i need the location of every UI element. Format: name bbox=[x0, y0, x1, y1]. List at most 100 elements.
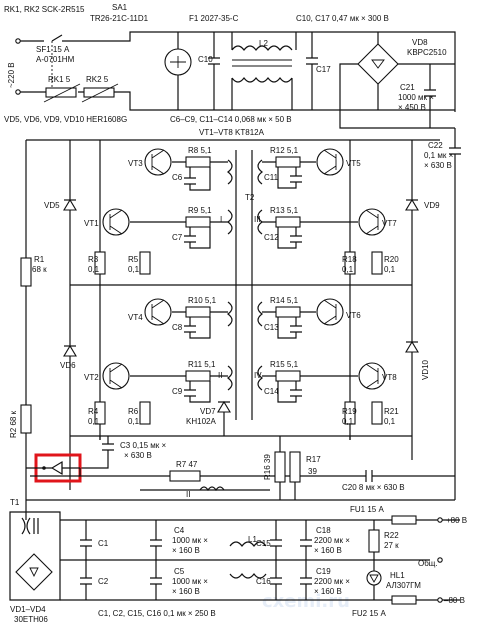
r17-resistor bbox=[289, 451, 301, 483]
vd10-label: VD10 bbox=[421, 359, 430, 380]
r21-label: R21 bbox=[384, 407, 399, 416]
c15-label: C15 bbox=[256, 539, 271, 548]
c4-c5-caps bbox=[150, 520, 162, 600]
t1-transformer bbox=[21, 517, 39, 535]
rk1-slash bbox=[43, 83, 81, 103]
vt-note: VT1–VT8 KT812A bbox=[199, 128, 265, 137]
r17-val: 39 bbox=[308, 467, 317, 476]
c7-cap bbox=[184, 227, 211, 249]
vd7-bar bbox=[218, 401, 230, 436]
vd7-diode bbox=[217, 400, 231, 413]
l2-leads-bottom bbox=[231, 78, 293, 110]
column-wires bbox=[99, 140, 351, 440]
vd7-label: VD7 bbox=[200, 407, 216, 416]
rk1-label: RK1 5 bbox=[48, 75, 71, 84]
vt7-label: VT7 bbox=[382, 219, 397, 228]
vd5-diode bbox=[63, 198, 77, 211]
c22-cap bbox=[449, 128, 461, 500]
r6-val: 0,1 bbox=[128, 417, 140, 426]
r12-label: R12 5,1 bbox=[270, 146, 299, 155]
l2-label: L2 bbox=[259, 39, 268, 48]
r20-val: 0,1 bbox=[384, 265, 396, 274]
l2-core bbox=[232, 59, 292, 67]
r1-val: 68 к bbox=[32, 265, 47, 274]
vt4-label: VT4 bbox=[128, 313, 143, 322]
winding-iv: IV bbox=[254, 371, 262, 380]
plus80-label: +80 В bbox=[446, 516, 467, 525]
c21-label: C21 bbox=[400, 83, 415, 92]
vd8-label: VD8 bbox=[412, 38, 428, 47]
r19-val: 0,1 bbox=[342, 417, 354, 426]
r14-label: R14 5,1 bbox=[270, 296, 299, 305]
c6-cap bbox=[184, 167, 211, 191]
vt5-label: VT5 bbox=[346, 159, 361, 168]
c19-val: 2200 мк × bbox=[314, 577, 350, 586]
ii-winding bbox=[199, 486, 225, 492]
c18-label: C18 bbox=[316, 526, 331, 535]
c16-label: C16 bbox=[256, 577, 271, 586]
winding-iii: III bbox=[254, 215, 261, 224]
vt8-transistor bbox=[358, 362, 386, 390]
c6-label: C6 bbox=[172, 173, 183, 182]
vd5-label: VD5 bbox=[44, 201, 60, 210]
r18-val: 0,1 bbox=[342, 265, 354, 274]
hl1-label: HL1 bbox=[390, 571, 405, 580]
c3-cap bbox=[80, 436, 114, 469]
r3-val: 0,1 bbox=[88, 265, 100, 274]
plus80-terminal bbox=[437, 517, 443, 523]
mains-wire-top bbox=[20, 31, 456, 112]
r1-label: R1 bbox=[34, 255, 45, 264]
r14-resistor bbox=[275, 306, 301, 318]
r8-resistor bbox=[185, 156, 211, 168]
c15-c16-caps bbox=[270, 520, 282, 600]
winding-i: I bbox=[220, 215, 222, 224]
t2-label: T2 bbox=[245, 193, 255, 202]
r21-resistor bbox=[371, 401, 383, 425]
c17-cap bbox=[306, 32, 318, 110]
rk2-label: RK2 5 bbox=[86, 75, 109, 84]
bottom-rail bbox=[70, 435, 412, 440]
t2-core bbox=[235, 150, 253, 420]
c11-label: C11 bbox=[264, 173, 279, 182]
r18-resistor bbox=[344, 251, 356, 275]
c8-cap bbox=[184, 317, 211, 339]
r8-label: R8 5,1 bbox=[188, 146, 212, 155]
r22-resistor bbox=[368, 529, 380, 553]
r7-resistor bbox=[169, 470, 201, 482]
r10-resistor bbox=[185, 306, 211, 318]
c1-c2-caps bbox=[80, 520, 92, 600]
r16-label: R16 39 bbox=[263, 454, 272, 480]
c13-cap bbox=[277, 317, 302, 339]
vd8-wires bbox=[339, 32, 455, 129]
r11-resistor bbox=[185, 370, 211, 382]
rk-title: RK1, RK2 SCK-2R515 bbox=[4, 5, 85, 14]
c18-val: 2200 мк × bbox=[314, 536, 350, 545]
r4-label: R4 bbox=[88, 407, 99, 416]
r1-resistor bbox=[20, 257, 32, 287]
t2-right-windings bbox=[257, 159, 263, 391]
c5-label: C5 bbox=[174, 567, 185, 576]
common-terminal bbox=[437, 557, 443, 563]
r6-label: R6 bbox=[128, 407, 139, 416]
c22-val2: × 630 В bbox=[424, 161, 452, 170]
f1-symbol bbox=[170, 56, 186, 68]
t1-label: T1 bbox=[10, 498, 20, 507]
c20-label: C20 8 мк × 630 В bbox=[342, 483, 405, 492]
r2-label: R2 68 к bbox=[9, 410, 18, 438]
r13-resistor bbox=[275, 216, 301, 228]
c9-label: C9 bbox=[172, 387, 183, 396]
c7-label: C7 bbox=[172, 233, 183, 242]
vt7-transistor bbox=[358, 208, 386, 236]
mains-terminal-1 bbox=[15, 38, 21, 44]
c14-label: C14 bbox=[264, 387, 279, 396]
r3-resistor bbox=[94, 251, 106, 275]
r9-label: R9 5,1 bbox=[188, 206, 212, 215]
sf1-part: A-0701HM bbox=[36, 55, 75, 64]
r16-resistor bbox=[274, 451, 286, 483]
c17-label: C17 bbox=[316, 65, 331, 74]
watermark: cxemi.ru bbox=[262, 591, 350, 612]
vd1-vd4-label: VD1–VD4 bbox=[10, 605, 46, 614]
fu2-label: FU2 15 А bbox=[352, 609, 386, 618]
sa-title: SA1 bbox=[112, 3, 128, 12]
